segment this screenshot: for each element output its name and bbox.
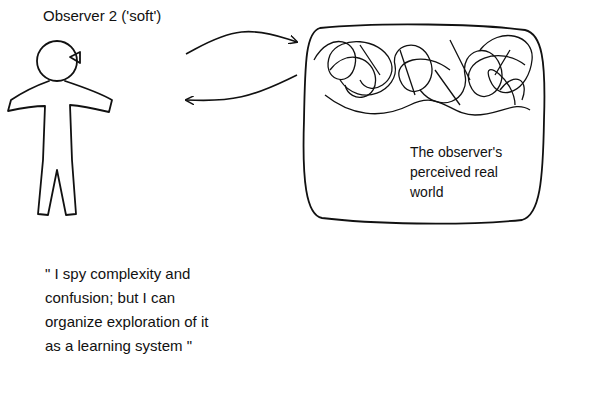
observer-title: Observer 2 ('soft')	[43, 6, 161, 26]
world-blob: The observer's perceived real world	[300, 20, 545, 225]
observer-quote: " I spy complexity and confusion; but I …	[45, 262, 220, 358]
world-text: The observer's perceived real world	[410, 142, 530, 202]
figure-body	[8, 81, 112, 215]
observer-node: Observer 2 ('soft')	[8, 4, 183, 219]
tangle-scribble	[360, 40, 510, 105]
blob-border	[304, 24, 545, 223]
tangle-scribble	[330, 57, 524, 100]
feedback-arrow	[186, 75, 297, 100]
tangle-scribble	[314, 41, 392, 88]
tangle-scribble	[420, 51, 525, 103]
figure-eye	[70, 52, 80, 63]
figure-head	[37, 41, 77, 81]
feedback-arrow	[186, 32, 297, 54]
tangle-scribble	[340, 45, 450, 95]
tangle-scribble	[325, 95, 530, 115]
